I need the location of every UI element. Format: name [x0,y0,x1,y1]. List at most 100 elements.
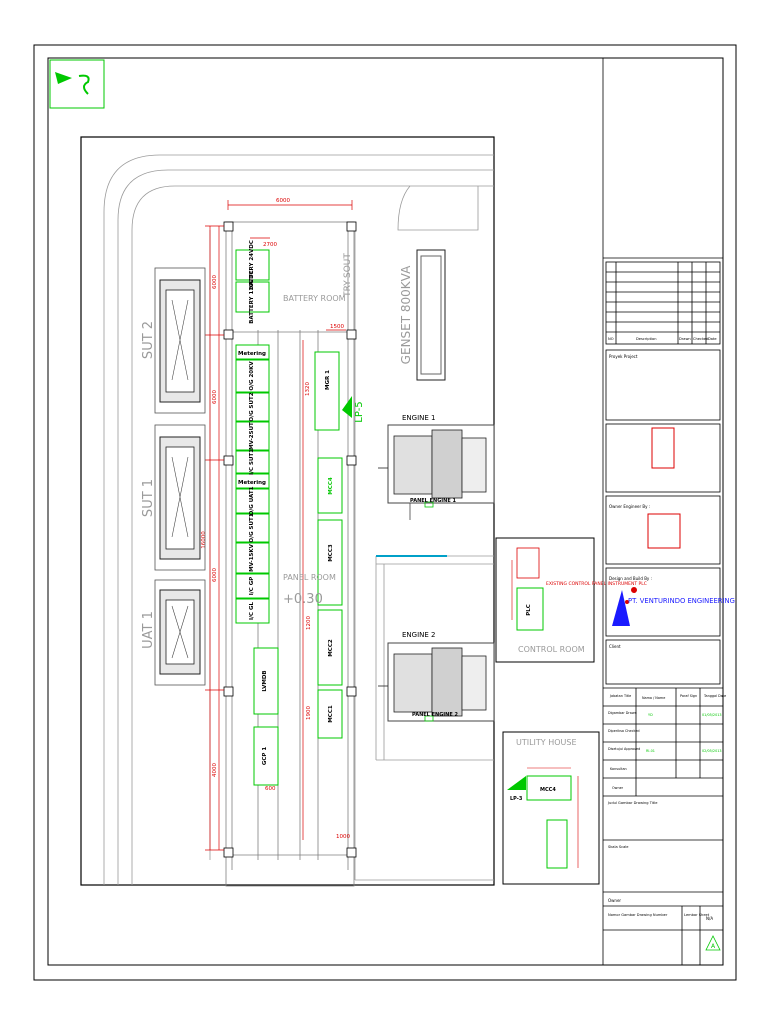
panel-label-battery-110vdc: BATTERY 110VDC [249,270,255,324]
client-label: Client [609,644,621,649]
panel-label-ic-sut1: I/C SUT1 [249,449,255,475]
utility-mcc4-label: MCC4 [540,787,556,793]
contractor-logo-icon [612,587,637,626]
panel-engine-1-label: PANEL ENGINE 1 [410,498,457,504]
panel-og-20kv [235,359,270,393]
dim-label-1: 2700 [263,242,277,248]
approval-row-3-date: 02/05/2013 [702,749,722,753]
panel-label-ic-gp: I/C GP [249,577,255,596]
panel-ic-gp [235,573,270,599]
lp5-label: LP-5 [354,401,365,422]
panel-label-mcc4: MCC4 [328,477,334,495]
dim-left-total-label: 16000 [201,531,207,549]
panel-engine-1-box [424,501,434,508]
panel-utility-aux [546,819,568,869]
dim-label-3: 1320 [305,382,311,396]
rev-header-date: Date [708,337,717,341]
panel-room-level: +0.30 [283,592,323,607]
sheet-label: Lembar Sheet [684,913,710,917]
panel-lvmdb [253,647,279,715]
approval-header-name: Nama / Name [642,696,665,700]
approval-row-1-name: YD [648,713,653,717]
dim-left-section-4: 4000 [212,763,218,777]
panel-label-mcc1: MCC1 [328,705,334,723]
transformer-uat1 [154,579,206,686]
panel-battery-24vdc [235,249,270,281]
dim-left-section-2: 6000 [212,390,218,404]
engine-1 [378,424,495,520]
genset-label: GENSET 800KVA [399,265,413,364]
panel-label-mv-2sut: MV-2SUT [249,422,255,450]
dim-label-7: 1200 [306,616,312,630]
panel-engine-2-box [424,715,434,722]
contractor-label: Design and Build By : [609,576,652,581]
transformer-sut2 [154,267,206,414]
panel-ic-sut1 [235,450,270,474]
panel-label-og-sut2: O/G SUT2 [249,392,255,421]
panel-mv-2sut [235,421,270,451]
dim-left-section-1: 6000 [212,275,218,289]
panel-gcp1 [253,726,279,786]
right-panel-lineup [314,351,343,739]
control-room-label: CONTROL ROOM [518,645,585,654]
panel-label-mv-15kv: MV-15KV [249,543,255,572]
drawing-number-label: Nomor Gambar Drawing Number [608,913,668,917]
lp3-panel-marker [507,776,526,790]
panel-mcc4 [317,457,343,514]
panel-engine-2-label: PANEL ENGINE 2 [412,712,459,718]
rev-header-drawn: Drawn [679,337,691,341]
engine-1-label: ENGINE 1 [402,414,436,422]
left-panel-lineup [235,249,279,786]
approval-header-sign: Paraf Sign [680,694,697,698]
logo-arrow-icon [55,72,72,84]
right-panel-labels: MGR 1 MCC4 MCC3 MCC2 MCC1 [325,370,334,723]
panel-og-uat1 [235,488,270,514]
panel-plc [516,587,544,631]
panel-mgr1 [314,351,340,431]
panel-mv-15kv [235,542,270,574]
engine-2 [378,642,495,722]
control-panel-note: EXISTING CONTROL PANEL INSTRUMENT PLC [546,581,647,587]
dimension-lines [205,200,353,851]
panel-label-plc: PLC [526,604,532,616]
panel-ic-gl [235,598,270,624]
panel-label-og-uat1: O/G UAT1 [249,486,255,515]
panel-mcc1 [317,689,343,739]
transformer-label-uat1: UAT 1 [141,611,156,649]
structural-columns [223,221,357,858]
sheet-value: N/A [706,916,713,921]
approval-table-rows: Digambar Drawn YD 01/05/2013 Diperiksa C… [608,711,722,790]
dim-label-2: 1500 [330,324,344,330]
scale-label: Skala Scale [608,845,629,849]
approval-row-2-title: Diperiksa Checked [608,729,640,733]
lp5-panel-marker [342,396,352,418]
transformer-label-sut2: SUT 2 [141,321,156,359]
panel-label-metering-1: Metering [238,351,266,357]
title-block [602,58,723,965]
transformer-label-sut1: SUT 1 [141,479,156,517]
owner-subtitle: Owner [608,898,621,903]
try-sout-label: TRY-SOUT [343,253,353,298]
panel-label-mcc3: MCC3 [328,544,334,562]
approval-header-title: Jabatan Title [609,694,631,698]
panel-battery-110vdc [235,281,270,313]
panel-label-mgr1: MGR 1 [325,370,331,390]
engine-2-label: ENGINE 2 [402,631,436,639]
dim-label-8: 1900 [306,706,312,720]
approval-header-date: Tanggal Date [703,694,726,698]
left-panel-labels: BATTERY 24VDC BATTERY 110VDC Metering O/… [238,240,268,765]
dim-label-9: 1000 [336,834,350,840]
panel-mcc3 [317,519,343,606]
company-logo-stamp [49,59,105,109]
approval-table-headers: Jabatan Title Nama / Name Paraf Sign Tan… [609,694,726,700]
panel-metering-1 [235,344,270,360]
transformer-sut1 [154,424,206,571]
panel-metering-2 [235,473,270,489]
panel-og-sut2 [235,392,270,422]
rev-header-description: Description [636,337,656,341]
genset-radiator [416,249,446,381]
panel-label-gcp1: GCP 1 [262,747,268,765]
battery-room-label: BATTERY ROOM [283,294,346,303]
panel-mcc2 [317,609,343,686]
